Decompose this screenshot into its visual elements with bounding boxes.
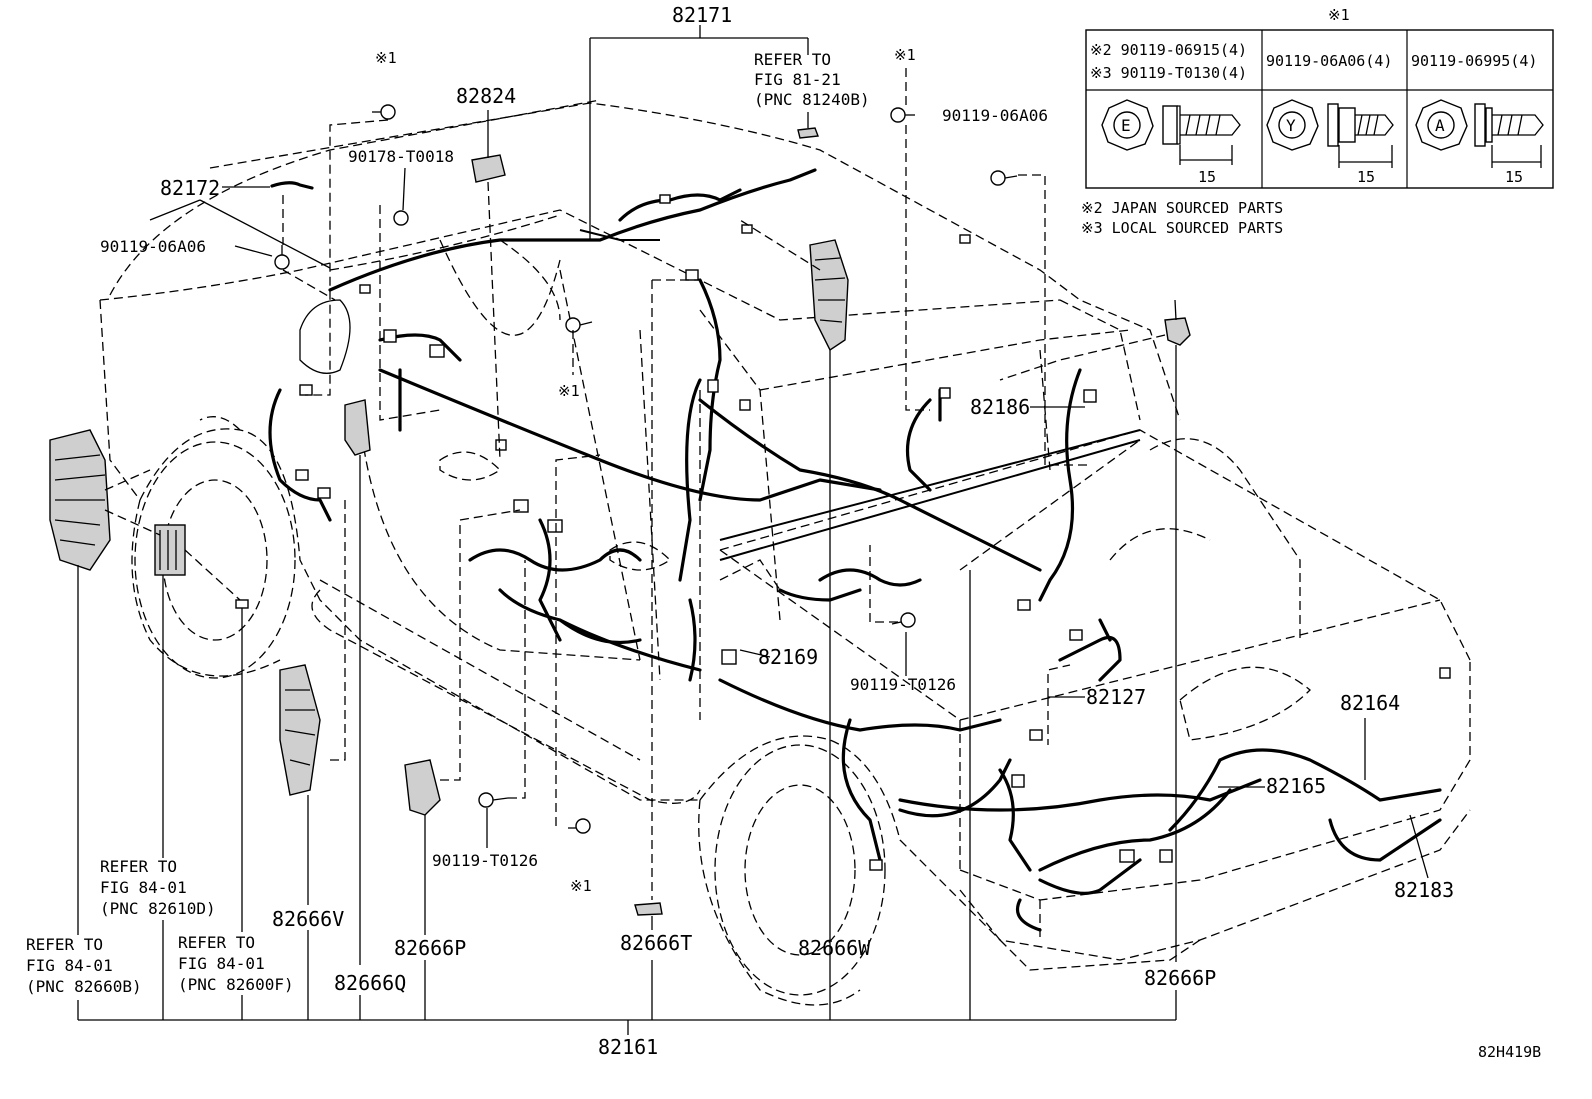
legend-title: ※1: [1328, 6, 1350, 24]
refer-fig8401f-l1: REFER TO: [178, 933, 255, 952]
note-mark-2: ※1: [894, 46, 916, 64]
label-82666v: 82666V: [272, 907, 344, 931]
legend-col2: 90119-06A06(4): [1266, 52, 1392, 70]
label-82666t: 82666T: [620, 931, 692, 955]
wire-harnesses: [268, 168, 1442, 932]
refer-fig8401b-l3: (PNC 82660B): [26, 977, 142, 996]
label-82186: 82186: [970, 395, 1030, 419]
dim-15-y: 15: [1357, 168, 1375, 186]
refer-fig8121-l1: REFER TO: [754, 50, 831, 69]
dim-15-e: 15: [1198, 168, 1216, 186]
bolt-icons: [274, 104, 1018, 834]
leader-lines: [77, 25, 1429, 1035]
bolt-legend-table: ※1 ※2 90119-06915(4) ※3 90119-T0130(4) 9…: [1081, 6, 1554, 237]
legend-col3: 90119-06995(4): [1411, 52, 1537, 70]
refer-fig8121-l3: (PNC 81240B): [754, 90, 870, 109]
refer-fig8401b-l2: FIG 84-01: [26, 956, 113, 975]
bolt-mark-y: Y: [1286, 116, 1296, 135]
refer-fig8121-l2: FIG 81-21: [754, 70, 841, 89]
bolt-a-icon: A 15: [1415, 99, 1544, 186]
label-82183: 82183: [1394, 878, 1454, 902]
component-parts: [49, 104, 1451, 916]
label-82666p-left: 82666P: [394, 936, 466, 960]
bolt-mark-a: A: [1435, 116, 1445, 135]
note-japan-sourced: ※2 JAPAN SOURCED PARTS: [1081, 199, 1283, 217]
bolt-y-icon: Y 15: [1266, 99, 1394, 186]
bolt-e-icon: E 15: [1101, 99, 1241, 186]
label-90119-06a06-right: 90119-06A06: [942, 106, 1048, 125]
label-90119-t0126-low: 90119-T0126: [432, 851, 538, 870]
bracket-82666w: [809, 239, 849, 352]
note-mark-3: ※1: [558, 382, 580, 400]
label-90119-06a06-left: 90119-06A06: [100, 237, 206, 256]
dim-15-a: 15: [1505, 168, 1523, 186]
label-82161: 82161: [598, 1035, 658, 1059]
refer-fig8401f-l3: (PNC 82600F): [178, 975, 294, 994]
note-local-sourced: ※3 LOCAL SOURCED PARTS: [1081, 219, 1283, 237]
refer-to-notes: REFER TO FIG 81-21 (PNC 81240B) REFER TO…: [26, 50, 870, 996]
refer-fig8401b-l1: REFER TO: [26, 935, 103, 954]
refer-fig8401f-l2: FIG 84-01: [178, 954, 265, 973]
label-82666p-right: 82666P: [1144, 966, 1216, 990]
label-82164: 82164: [1340, 691, 1400, 715]
refer-fig8401d-l3: (PNC 82610D): [100, 899, 216, 918]
label-82666w: 82666W: [798, 936, 871, 960]
label-82172: 82172: [160, 176, 220, 200]
refer-fig8401d-l2: FIG 84-01: [100, 878, 187, 897]
label-82169: 82169: [758, 645, 818, 669]
legend-col1-line2: ※3 90119-T0130(4): [1090, 64, 1247, 82]
label-82127: 82127: [1086, 685, 1146, 709]
harness-connectors: [295, 194, 1451, 871]
label-82824: 82824: [456, 84, 516, 108]
label-90178-t0018: 90178-T0018: [348, 147, 454, 166]
note-mark-4: ※1: [570, 877, 592, 895]
label-82666q: 82666Q: [334, 971, 406, 995]
bolt-mark-e: E: [1121, 116, 1131, 135]
legend-col1-line1: ※2 90119-06915(4): [1090, 41, 1247, 59]
part-labels: 82171 82824 82172 90119-06A06 90178-T001…: [100, 3, 1541, 1061]
bracket-82666v: [279, 664, 321, 796]
label-90119-t0126-mid: 90119-T0126: [850, 675, 956, 694]
label-82171: 82171: [672, 3, 732, 27]
note-mark-1: ※1: [375, 49, 397, 67]
label-82165: 82165: [1266, 774, 1326, 798]
refer-fig8401d-l1: REFER TO: [100, 857, 177, 876]
connector-82824: [471, 154, 506, 183]
figure-code: 82H419B: [1478, 1043, 1541, 1061]
